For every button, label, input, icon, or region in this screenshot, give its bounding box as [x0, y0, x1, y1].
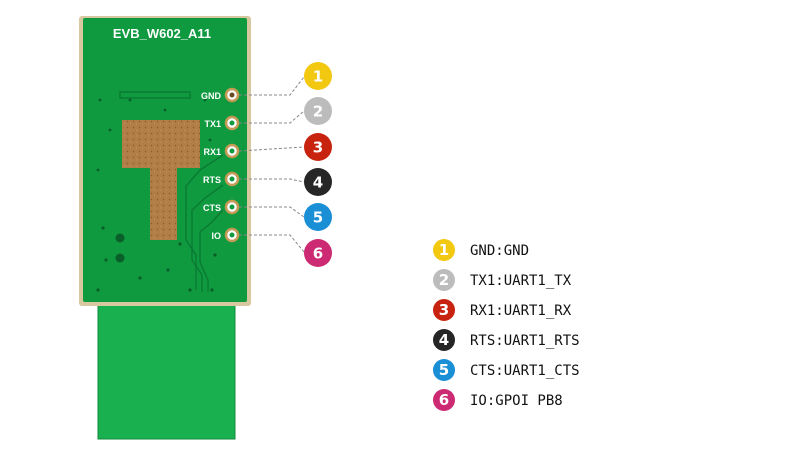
legend-badge-number: 4: [439, 331, 449, 349]
legend-badge-number: 2: [439, 271, 449, 289]
legend-badge: [433, 299, 455, 321]
pcb-vias: [96, 98, 217, 292]
legend-item-4: 4 RTS:UART1_RTS: [433, 329, 580, 351]
pin-label-io: IO: [211, 231, 221, 241]
legend-badge: [433, 269, 455, 291]
callout-badge-number: 2: [313, 103, 323, 121]
pin-label-gnd: GND: [201, 91, 222, 101]
legend-label: RTS:UART1_RTS: [470, 333, 580, 349]
callout-badge-number: 5: [313, 209, 323, 227]
callout-badge-2: 2: [304, 97, 332, 125]
board-silkscreen-title: EVB_W602_A11: [113, 26, 211, 41]
pin-label-tx1: TX1: [204, 119, 221, 129]
legend-badge: [433, 389, 455, 411]
callout-badge-1: 1: [304, 62, 332, 90]
callout-badge-number: 3: [313, 139, 323, 157]
pin-label-rx1: RX1: [203, 147, 221, 157]
leader-line-3: [238, 146, 305, 152]
legend-item-5: 5 CTS:UART1_CTS: [433, 359, 580, 381]
legend-label: GND:GND: [470, 243, 529, 259]
leader-line-1: [239, 76, 305, 96]
callout-badge-number: 1: [313, 68, 323, 86]
legend-badge: [433, 329, 455, 351]
pcb-board: EVB_W602_A11 GND TX1 RX1 RTS CTS IO: [79, 16, 251, 440]
callout-badge-number: 6: [313, 245, 323, 263]
legend-label: CTS:UART1_CTS: [470, 363, 580, 379]
leader-line-2: [239, 110, 305, 124]
pcb-traces: [119, 91, 224, 292]
legend-badge-number: 1: [439, 241, 449, 259]
callout-badges: 1 2 3 4 5 6: [304, 62, 332, 267]
legend-label: IO:GPOI PB8: [470, 393, 563, 409]
leader-lines: [238, 76, 305, 253]
callout-badge-6: 6: [304, 239, 332, 267]
legend-item-3: 3 RX1:UART1_RX: [433, 299, 572, 321]
pcb-connector-tab: [98, 296, 235, 439]
legend-item-6: 6 IO:GPOI PB8: [433, 389, 563, 411]
pin-label-rts: RTS: [203, 175, 221, 185]
legend-badge-number: 3: [439, 301, 449, 319]
legend-item-1: 1 GND:GND: [433, 239, 529, 261]
callout-badge-number: 4: [313, 174, 323, 192]
leader-line-4: [239, 178, 305, 183]
copper-pad: [122, 120, 200, 240]
callout-badge-5: 5: [304, 203, 332, 231]
callout-badge-4: 4: [304, 168, 332, 196]
callout-badge-3: 3: [304, 133, 332, 161]
legend-badge: [433, 359, 455, 381]
legend-label: TX1:UART1_TX: [470, 273, 572, 289]
leader-line-6: [239, 234, 305, 253]
legend-badge-number: 5: [439, 361, 449, 379]
leader-line-5: [239, 206, 305, 218]
legend-item-2: 2 TX1:UART1_TX: [433, 269, 572, 291]
legend-badge-number: 6: [439, 391, 449, 409]
pin-pads: [224, 87, 240, 243]
pin-label-cts: CTS: [203, 203, 221, 213]
pin-legend: 1 GND:GND 2 TX1:UART1_TX 3 RX1:UART1_RX …: [433, 239, 580, 411]
legend-badge: [433, 239, 455, 261]
legend-label: RX1:UART1_RX: [470, 303, 572, 319]
